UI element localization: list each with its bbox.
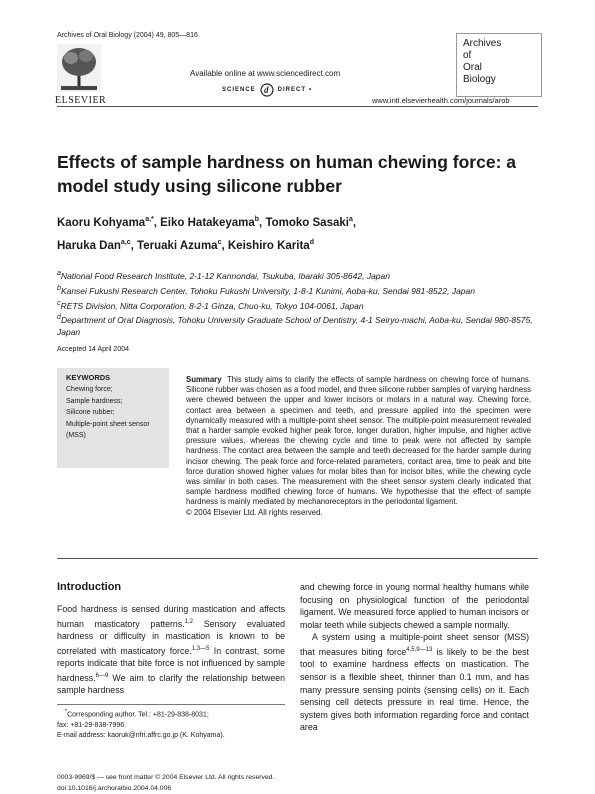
affiliation-text: Kansei Fukushi Research Center, Tohoku F… [60,285,475,296]
author-name: Teruaki Azuma [137,239,218,252]
author-name: Keishiro Karita [227,239,310,252]
body-column-right: and chewing force in young normal health… [300,581,529,734]
affiliation-sup: c [57,298,61,307]
abstract-copyright: © 2004 Elsevier Ltd. All rights reserved… [186,507,323,517]
author-name: Eiko Hatakeyama [160,216,255,229]
author-sup: a,* [145,216,154,223]
journal-box-line: Oral [463,62,482,73]
author-sup: c [217,238,222,246]
author-sep: , [130,239,138,252]
para-text: Food hardness is sensed during masticati… [57,604,285,629]
paragraph: A system using a multiple-point sheet se… [300,631,529,734]
author-name: Haruka Dan [57,239,121,252]
footnote-star: * [64,709,68,715]
para-text: Sensory evaluated hardness or difficulty… [57,618,285,656]
svg-text:d: d [264,85,270,95]
footnote-rule [57,704,285,705]
abstract-label: Summary [186,375,222,384]
affiliation: dDepartment of Oral Diagnosis, Tohoku Un… [57,311,535,338]
journal-box-line: Biology [463,74,496,85]
affiliation-sup: a [57,269,61,277]
author-sep: , [259,216,266,229]
article-title: Effects of sample hardness on human chew… [57,152,516,196]
author-list: Kaoru Kohyamaa,*, Eiko Hatakeyamab, Tomo… [57,210,537,256]
keyword: Multiple-point sheet sensor (MSS) [66,420,150,440]
publisher-name: ELSEVIER [55,95,107,106]
abstract-text: This study aims to clarify the effects o… [186,375,531,507]
footnotes: *Corresponding author. Tel.: +81-29-838-… [57,707,285,742]
doi-line[interactable]: doi:10.1016/j.archoralbio.2004.04.006 [57,784,172,792]
author-sep: , [352,216,357,229]
affiliation-sup: b [57,283,61,292]
footnote-email[interactable]: E-mail address: kaoruk@nfri.affrc.go.jp … [57,732,225,740]
journal-box-line: of [463,50,472,61]
footnote-corresponding: *Corresponding author. Tel.: +81-29-838-… [57,707,285,721]
sd-left-text: SCIENCE [222,87,256,93]
issn-line: 0003-9969/$ — see front matter © 2004 El… [57,774,275,781]
citation[interactable]: 6—9 [95,672,109,679]
section-heading: Introduction [57,581,122,593]
author-sep: , [153,216,161,229]
keyword: Sample hardness; [66,397,123,405]
author-name: Tomoko Sasaki [265,216,349,229]
sd-dot: • [309,87,313,93]
affiliation-text: National Food Research Institute, 2-1-12… [60,270,390,281]
author-name: Kaoru Kohyama [57,216,146,229]
author-sup: a,c [120,238,131,246]
citation[interactable]: 4,5,9—13 [406,646,433,653]
header-divider [57,106,538,107]
author-sup: a [348,216,353,223]
journal-reference: Archives of Oral Biology (2004) 49, 805—… [57,32,198,39]
para-text: In contrast, some reports indicate that … [57,645,285,683]
para-text: A system using a multiple-point sheet se… [300,632,529,657]
sd-right-text: DIRECT [277,87,307,93]
author-sep: , [221,239,228,252]
citation[interactable]: 1,2 [184,618,194,625]
affiliation: cRETS Division, Nitta Corporation, 8-2-1… [57,297,535,312]
journal-title-box: Archives of Oral Biology [456,33,542,97]
affiliation-text: Department of Oral Diagnosis, Tohoku Uni… [57,315,533,338]
affiliation: bKansei Fukushi Research Center, Tohoku … [57,282,535,297]
journal-box-line: Archives [463,38,502,49]
footnote-text: Corresponding author. Tel.: +81-29-838-8… [67,711,209,719]
sciencedirect-d-icon: d [260,83,274,97]
available-online-text: Available online at www.sciencedirect.co… [190,69,341,78]
keyword: Silicone rubber; [66,409,115,416]
abstract: Summary This study aims to clarify the e… [186,375,531,518]
affiliation-text: RETS Division, Nitta Corporation, 8-2-1 … [60,300,364,311]
author-sup: d [309,238,314,246]
keyword: Chewing force; [66,386,113,393]
body-column-left: Food hardness is sensed during masticati… [57,603,285,697]
keywords-title: KEYWORDS [66,373,111,382]
para-text: We aim to clarify the relationship betwe… [57,672,285,696]
affiliations: aNational Food Research Institute, 2-1-1… [57,267,535,338]
paragraph: Food hardness is sensed during masticati… [57,603,285,697]
paragraph: and chewing force in young normal health… [300,582,529,630]
footnote-fax: fax: +81-29-838-7996. [57,721,127,729]
affiliation: aNational Food Research Institute, 2-1-1… [57,267,535,282]
citation[interactable]: 1,3—5 [191,645,210,652]
journal-url[interactable]: www.intl.elsevierhealth.com/journals/aro… [372,96,510,105]
sciencedirect-logo: SCIENCE d DIRECT• [222,83,312,97]
elsevier-tree-logo [57,44,101,92]
abstract-divider [57,558,538,559]
accepted-date: Accepted 14 April 2004 [57,346,129,353]
para-text: is likely to be the best tool to examine… [300,646,529,733]
keywords-box: KEYWORDS Chewing force; Sample hardness;… [57,368,169,468]
page-footer: 0003-9969/$ — see front matter © 2004 El… [57,773,274,794]
author-sup: b [254,216,260,223]
affiliation-sup: d [57,313,61,322]
